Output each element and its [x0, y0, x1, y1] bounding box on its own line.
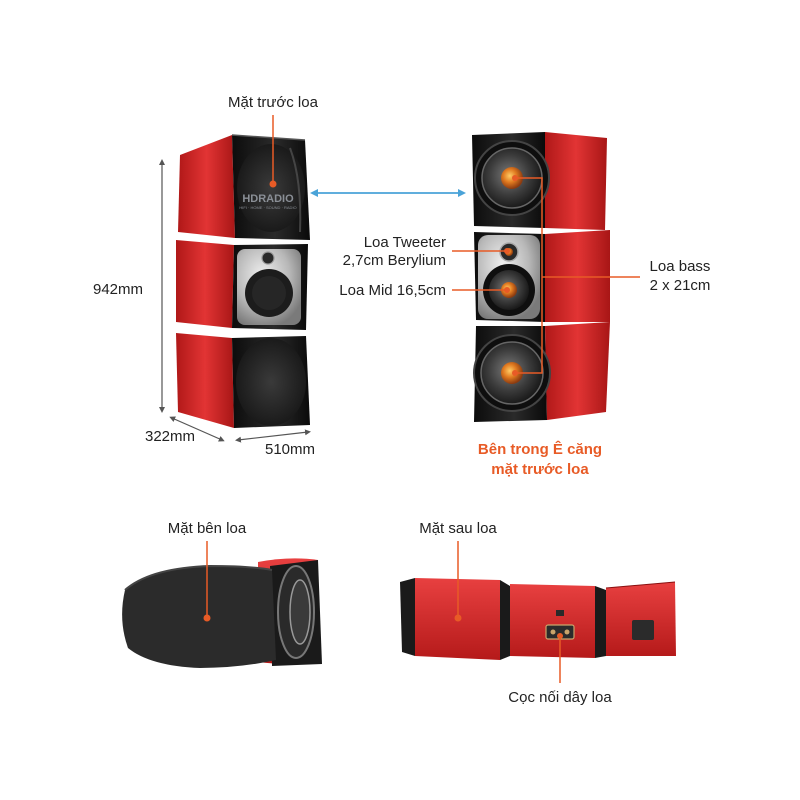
terminals-dot [557, 633, 563, 639]
bass-bottom-dot [512, 370, 518, 376]
width-label: 510mm [265, 441, 315, 458]
bass-top-dot [512, 175, 518, 181]
front-bottom-module [176, 333, 310, 428]
depth-dimension-line [169, 416, 225, 442]
depth-label: 322mm [145, 428, 195, 445]
tweeter-label-line2: 2,7cm Berylium [343, 252, 446, 269]
mid-dot [504, 287, 510, 293]
rear-port [632, 620, 654, 640]
inside-top-module [472, 132, 607, 230]
width-dimension-line [235, 429, 311, 443]
front-top-module [178, 134, 310, 240]
height-label: 942mm [93, 281, 143, 298]
logo-text: HDRADIO [242, 193, 294, 205]
inside-callouts [452, 175, 640, 376]
dimension-lines [159, 159, 311, 443]
front-middle-module [176, 240, 308, 330]
front-face-dot [269, 180, 277, 188]
rear-view-speaker [400, 578, 676, 660]
hdradio-logo: HDRADIO HIFI · HOME · SOUND · RADIO [239, 193, 296, 210]
side-face-label: Mặt bên loa [168, 520, 247, 537]
inside-middle-module [474, 230, 610, 322]
logo-subtext: HIFI · HOME · SOUND · RADIO [239, 205, 296, 210]
bass-label-line1: Loa bass [650, 258, 711, 275]
terminals-label: Cọc nối dây loa [508, 689, 612, 706]
inside-caption-line2: mặt trước loa [491, 461, 589, 478]
tweeter-dot [504, 248, 510, 254]
inside-speaker [472, 132, 610, 422]
rear-face-label: Mặt sau loa [419, 520, 497, 537]
inside-caption-line1: Bên trong Ê căng [478, 440, 602, 458]
front-face-label: Mặt trước loa [228, 94, 319, 111]
mid-label: Loa Mid 16,5cm [339, 282, 446, 299]
rear-face-dot [454, 614, 462, 622]
bass-bracket [516, 177, 543, 374]
side-view-speaker [122, 558, 322, 668]
front-speaker: HDRADIO HIFI · HOME · SOUND · RADIO [176, 134, 310, 428]
tweeter-label-line1: Loa Tweeter [364, 234, 446, 251]
bass-label-line2: 2 x 21cm [650, 277, 711, 294]
side-face-dot [203, 614, 211, 622]
